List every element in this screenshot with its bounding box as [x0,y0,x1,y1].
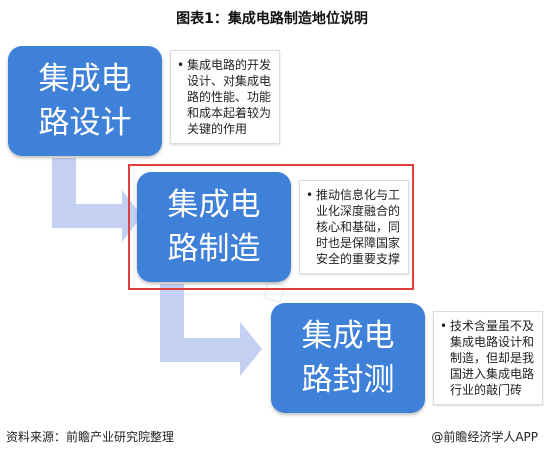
stage-box-design: 集成电 路设计 [8,46,162,156]
flow-arrow-2 [160,284,262,376]
chart-title: 图表1：集成电路制造地位说明 [176,11,368,27]
stage-box-manufacturing: 集成电 路制造 [137,172,291,282]
highlight-frame [128,164,414,290]
description-text: 集成电路的开发设计、对集成电路的性能、功能和成本起着较为关键的作用 [187,58,272,136]
description-text: 推动信息化与工业化深度融合的核心和基础，同时也是保障国家安全的重要支撑 [316,188,401,266]
bullet-icon: • [306,188,314,202]
brand-credit: @前瞻经济学人APP [431,430,538,444]
description-text: 技术含量虽不及集成电路设计和制造，但却是我国进入集成电路行业的敲门砖 [450,319,535,397]
stage-description-packaging-testing: • 技术含量虽不及集成电路设计和制造，但却是我国进入集成电路行业的敲门砖 [433,311,543,405]
flow-arrow-1 [52,158,142,242]
stage-description-design: • 集成电路的开发设计、对集成电路的性能、功能和成本起着较为关键的作用 [170,50,280,144]
stage-box-packaging-testing: 集成电 路封测 [271,303,425,413]
bullet-icon: • [177,58,185,72]
source-note: 资料来源：前瞻产业研究院整理 [6,430,175,444]
stage-description-manufacturing: • 推动信息化与工业化深度融合的核心和基础，同时也是保障国家安全的重要支撑 [299,180,409,274]
bullet-icon: • [440,319,448,333]
